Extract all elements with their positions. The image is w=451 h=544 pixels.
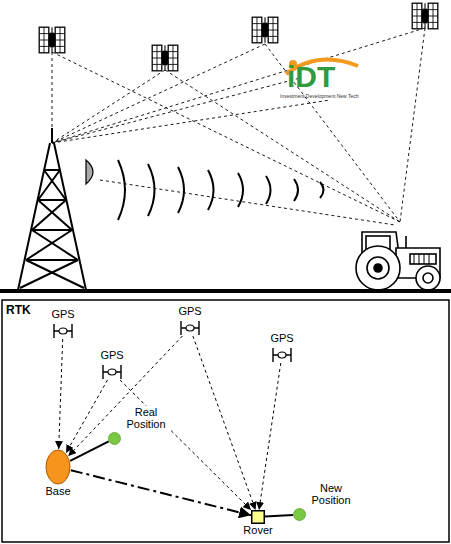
node-label: Rover [238, 524, 278, 536]
connector [193, 336, 256, 510]
rover-square [251, 510, 265, 524]
connector [265, 515, 293, 517]
rover-unit: Rover [238, 510, 278, 536]
satellite-label: GPS [47, 308, 79, 320]
gps-satellite: GPS [96, 349, 128, 380]
point-label: New Position [305, 482, 357, 506]
satellite-symbol [271, 347, 293, 363]
connector [259, 363, 281, 510]
gps-satellite: GPS [47, 308, 79, 339]
gps-satellite: GPS [174, 305, 206, 336]
satellite-body [59, 328, 67, 334]
satellite-label: GPS [96, 349, 128, 361]
position-point: New Position [293, 482, 359, 521]
green-dot-fill [294, 509, 306, 521]
connector [120, 380, 251, 510]
green-dot-fill [109, 433, 121, 445]
satellite-symbol [179, 320, 201, 336]
green-dot [293, 508, 306, 521]
base-ellipse [45, 449, 71, 485]
green-dot [108, 432, 121, 445]
satellite-body [278, 352, 286, 358]
satellite-body [186, 325, 194, 331]
satellite-stroke [54, 324, 72, 338]
base-station: Base [40, 449, 76, 497]
connector [59, 339, 63, 449]
satellite-symbol [101, 364, 123, 380]
node-label: Base [40, 485, 76, 497]
gps-satellite: GPS [266, 332, 298, 363]
satellite-label: GPS [266, 332, 298, 344]
satellite-symbol [52, 323, 74, 339]
satellite-stroke [103, 365, 121, 379]
satellite-label: GPS [174, 305, 206, 317]
satellite-body [108, 369, 116, 375]
connector [71, 470, 251, 515]
connector [68, 336, 182, 456]
position-point: Real Position [108, 406, 174, 445]
logo-tagline: Investment Development New Tech [280, 93, 360, 99]
connector [70, 441, 109, 460]
rover-square-fill [252, 511, 265, 524]
panel-title: RTK [6, 304, 31, 316]
logo-text: iDT [287, 62, 367, 92]
point-label: Real Position [120, 406, 172, 430]
satellite-stroke [273, 348, 291, 362]
connector [66, 380, 108, 453]
base-ellipse-fill [46, 450, 70, 484]
satellite-stroke [181, 321, 199, 335]
